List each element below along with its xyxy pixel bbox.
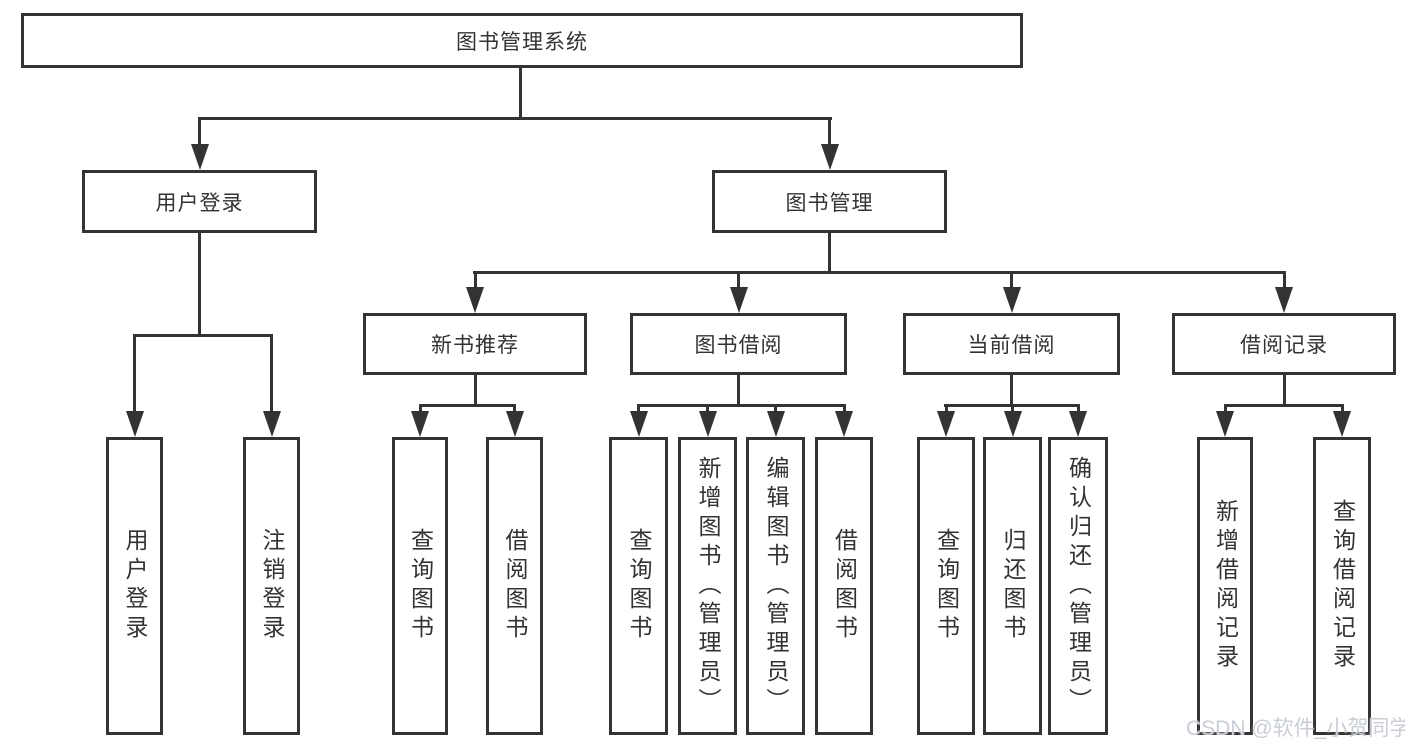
node-label: 编辑图书（管理员） (763, 455, 789, 717)
arrowhead-book-management (821, 144, 839, 170)
node-label: 归还图书 (1000, 528, 1026, 644)
node-library-management-system: 图书管理系统 (21, 13, 1023, 68)
connector-user-login-rail (133, 334, 273, 337)
arrowhead-records (1275, 287, 1293, 313)
arrowhead-user-login (191, 144, 209, 170)
connector-bor-add-stem (706, 404, 709, 416)
arrowhead-rec-query (411, 411, 429, 437)
node-label: 新书推荐 (431, 334, 519, 357)
leaf-recommend-borrow-books: 借阅图书 (486, 437, 543, 735)
node-label: 借阅图书 (831, 528, 858, 644)
node-label: 查询图书 (933, 528, 960, 644)
connector-cur-return-stem (1011, 404, 1014, 416)
node-book-borrowing: 图书借阅 (630, 313, 847, 375)
arrowhead-recommend (466, 287, 484, 313)
connector-book-management-stem (828, 117, 831, 147)
node-label: 注销登录 (259, 528, 285, 644)
connector-bor-borrow-stem (843, 404, 846, 416)
connector-bor-edit-stem (774, 404, 777, 416)
leaf-borrow-query-books: 查询图书 (609, 437, 668, 735)
connector-bor-query-stem (637, 404, 640, 416)
arrowhead-borrowing (730, 287, 748, 313)
arrowhead-cur-return (1004, 411, 1022, 437)
connector-rec-query-stem (419, 404, 422, 416)
leaf-borrow-borrow-books: 借阅图书 (815, 437, 873, 735)
connector-level2-rail (473, 271, 1286, 274)
connector-rec-query2-stem (1341, 404, 1344, 416)
leaf-recommend-query-books: 查询图书 (392, 437, 448, 735)
node-label: 用户登录 (155, 191, 244, 215)
node-label: 图书管理系统 (456, 30, 588, 54)
connector-cur-query-stem (945, 404, 948, 416)
node-label: 图书管理 (785, 191, 874, 215)
arrowhead-records-query (1333, 411, 1351, 437)
connector-leaf-logout-stem (270, 334, 273, 414)
connector-book-management-down (828, 233, 831, 274)
connector-recommend-rail (419, 404, 516, 407)
leaf-logout: 注销登录 (243, 437, 300, 735)
arrowhead-cur-query (937, 411, 955, 437)
node-label: 借阅记录 (1240, 334, 1328, 357)
node-user-login: 用户登录 (82, 170, 317, 233)
arrowhead-leaf-logout (263, 411, 281, 437)
node-borrowing-records: 借阅记录 (1172, 313, 1396, 375)
arrowhead-rec-borrow (506, 411, 524, 437)
node-book-management: 图书管理 (712, 170, 947, 233)
arrowhead-cur-confirm (1069, 411, 1087, 437)
leaf-borrow-add-books-admin: 新增图书（管理员） (678, 437, 737, 735)
connector-current-down (1010, 375, 1013, 407)
connector-records-down (1283, 375, 1286, 407)
connector-leaf-login-stem (133, 334, 136, 414)
connector-level1-rail (198, 117, 832, 120)
leaf-borrow-edit-books-admin: 编辑图书（管理员） (746, 437, 805, 735)
arrowhead-current (1003, 287, 1021, 313)
arrowhead-leaf-login (126, 411, 144, 437)
connector-records-rail (1224, 404, 1343, 407)
connector-recommend-stem (474, 271, 477, 291)
connector-user-login-stem (198, 117, 201, 147)
node-label: 图书借阅 (694, 334, 783, 357)
connector-borrowing-rail (637, 404, 845, 407)
arrowhead-bor-add (699, 411, 717, 437)
node-current-borrowing: 当前借阅 (903, 313, 1120, 375)
connector-rec-add-stem (1224, 404, 1227, 416)
connector-borrowing-stem (737, 271, 740, 291)
node-label: 确认归还（管理员） (1065, 455, 1092, 717)
node-label: 借阅图书 (502, 528, 528, 644)
connector-cur-confirm-stem (1077, 404, 1080, 416)
node-label: 查询图书 (407, 528, 434, 644)
leaf-records-query-record: 查询借阅记录 (1313, 437, 1371, 735)
node-label: 新增图书（管理员） (695, 455, 721, 717)
leaf-current-query-books: 查询图书 (917, 437, 975, 735)
connector-user-login-down (198, 233, 201, 337)
arrowhead-bor-borrow (835, 411, 853, 437)
leaf-records-add-record: 新增借阅记录 (1197, 437, 1253, 735)
connector-current-stem (1010, 271, 1013, 291)
node-label: 当前借阅 (967, 334, 1056, 357)
connector-root-stub (519, 68, 522, 119)
node-label: 新增借阅记录 (1212, 499, 1239, 673)
leaf-current-return-books: 归还图书 (983, 437, 1042, 735)
arrowhead-records-add (1216, 411, 1234, 437)
node-label: 用户登录 (122, 528, 148, 644)
node-new-book-recommendation: 新书推荐 (363, 313, 587, 375)
node-label: 查询借阅记录 (1329, 499, 1356, 673)
connector-records-stem (1283, 271, 1286, 291)
node-label: 查询图书 (626, 528, 652, 644)
leaf-user-login: 用户登录 (106, 437, 163, 735)
arrowhead-bor-edit (767, 411, 785, 437)
connector-rec-borrow-stem (513, 404, 516, 416)
csdn-watermark: CSDN @软件_小贺同学 (1186, 717, 1405, 740)
arrowhead-bor-query (630, 411, 648, 437)
connector-recommend-down (474, 375, 477, 407)
leaf-current-confirm-return-admin: 确认归还（管理员） (1048, 437, 1108, 735)
connector-borrowing-down (737, 375, 740, 407)
